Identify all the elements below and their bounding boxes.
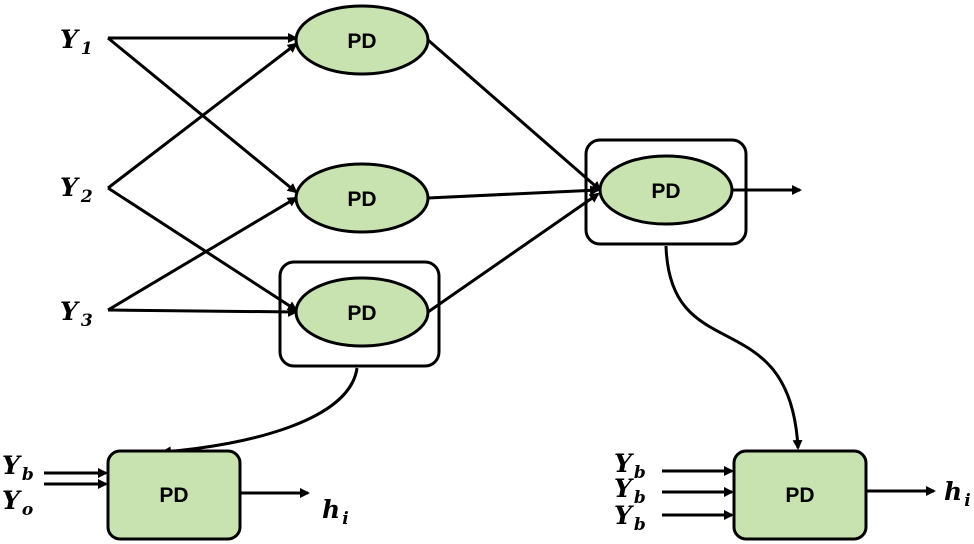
pd-node-label: PD <box>347 188 376 211</box>
pd-node-layer1-mid: PD <box>294 162 430 234</box>
pd-node-label: PD <box>785 484 814 507</box>
pd-node-label: PD <box>347 302 376 325</box>
highlight-frame <box>278 260 441 368</box>
pd-node-label: PD <box>347 30 376 53</box>
pd-node-layer1-top: PD <box>294 4 430 76</box>
pd-node-output: PD <box>584 138 748 246</box>
pd-detail-right: PD <box>662 449 936 541</box>
hidden-edges <box>427 38 802 314</box>
input-edges <box>107 33 298 317</box>
pd-node-label: PD <box>159 484 188 507</box>
pd-node-label: PD <box>651 180 680 203</box>
pd-node-layer1-bottom: PD <box>278 260 441 368</box>
detail-links <box>161 245 803 457</box>
highlight-frame <box>584 138 748 246</box>
pd-detail-left: PD <box>44 449 310 541</box>
